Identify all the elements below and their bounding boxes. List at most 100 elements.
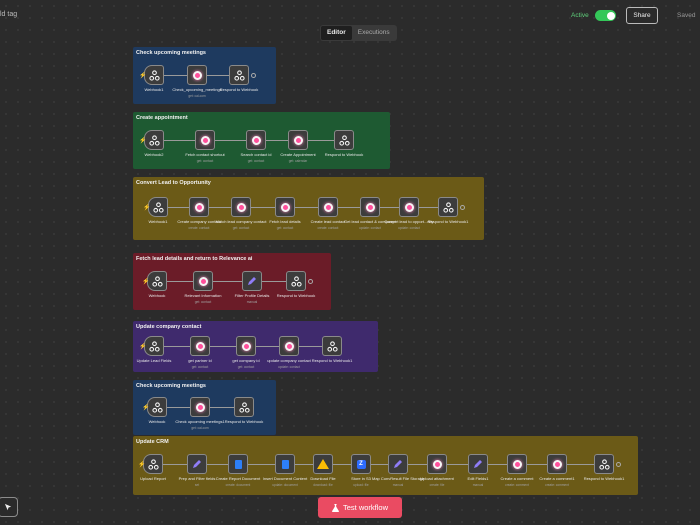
node-label: Map ConvResult File Storage [372,477,424,481]
workflow-node[interactable] [388,454,408,474]
workflow-node[interactable] [318,197,338,217]
tab-editor[interactable]: Editor [321,26,352,40]
webhook-icon [151,401,163,413]
webhook-icon [442,201,454,213]
integration-icon [195,341,205,351]
workflow-node[interactable] [242,271,262,291]
workflow-node[interactable]: ⚡ [143,197,168,217]
node-sublabel: set [194,483,200,487]
group-title: Update CRM [136,439,169,445]
node-label: Webhook1 [144,88,164,92]
workflow-node[interactable] [189,197,209,217]
workflow-node[interactable] [468,454,488,474]
workflow-node[interactable] [322,336,342,356]
workflow-node[interactable]: ⚡ [139,130,164,150]
workflow-node[interactable] [594,454,614,474]
workflow-node[interactable] [279,336,299,356]
node-label: Convert lead to opport...nity [384,220,434,224]
workflow-node[interactable] [228,454,248,474]
workflow-node[interactable] [360,197,380,217]
webhook-icon [148,69,160,81]
connection-line [157,281,296,282]
z-icon: Z [356,459,366,469]
integration-icon [241,341,251,351]
group-title: Update company contact [136,324,202,330]
workflow-node[interactable] [399,197,419,217]
node-label: Respond to Webhook1 [427,220,469,224]
webhook-icon [290,275,302,287]
workflow-node[interactable] [427,454,447,474]
workflow-node[interactable]: ⚡ [142,271,167,291]
workflow-node[interactable] [313,454,333,474]
connection-line [158,207,448,208]
workflow-node[interactable] [334,130,354,150]
workflow-node[interactable] [229,65,249,85]
workflow-node[interactable] [231,197,251,217]
webhook-icon [147,458,159,470]
workflow-node[interactable] [275,454,295,474]
node-label: Create company contact [177,220,221,224]
add-node-endpoint[interactable] [308,279,313,284]
workflow-node[interactable] [195,130,215,150]
workflow-group[interactable]: Fetch lead details and return to Relevan… [133,253,331,310]
workflow-node[interactable] [275,197,295,217]
workflow-node[interactable]: ⚡ [142,397,167,417]
workflow-node[interactable]: ⚡ [138,454,163,474]
active-toggle[interactable] [595,10,616,21]
integration-icon [194,202,204,212]
webhook-icon [338,134,350,146]
share-button[interactable]: Share [626,7,658,24]
node-sublabel: download: file [313,483,333,487]
workflow-node[interactable] [288,130,308,150]
connection-line [153,464,604,465]
test-workflow-button[interactable]: Test workflow [318,497,402,518]
workflow-node[interactable] [187,65,207,85]
node-label: Respond to Webhook [276,294,316,298]
workflow-node[interactable] [286,271,306,291]
node-sublabel: create: file [429,483,445,487]
node-sublabel: get: cal-com [191,426,209,430]
workflow-node[interactable] [190,336,210,356]
workflow-group[interactable]: Update company contact⚡Update Lead Field… [133,321,378,372]
node-label: update company contact [267,359,311,363]
workflow-node[interactable] [547,454,567,474]
integration-icon [404,202,414,212]
workflow-node[interactable] [507,454,527,474]
node-label: Store in S3 [351,477,371,481]
workflow-node[interactable]: ⚡ [139,65,164,85]
tab-executions[interactable]: Executions [357,29,390,36]
workflow-node[interactable] [190,397,210,417]
trigger-bolt-icon: ⚡ [143,205,151,211]
node-sublabel: update: contact [359,226,381,230]
workflow-node[interactable]: Z [351,454,371,474]
workflow-node[interactable] [246,130,266,150]
workflow-node[interactable] [236,336,256,356]
node-sublabel: get: contact [237,365,255,369]
add-node-endpoint[interactable] [460,205,465,210]
node-label: Insert Document Content [262,477,308,481]
workflow-node[interactable] [193,271,213,291]
add-node-endpoint[interactable] [251,73,256,78]
add-node-endpoint[interactable] [616,462,621,467]
node-label: Fetch lead details [269,220,301,224]
zoom-tool-button[interactable] [0,497,18,517]
group-title: Fetch lead details and return to Relevan… [136,256,253,262]
integration-icon [284,341,294,351]
pen-icon [394,460,402,468]
workflow-node[interactable] [438,197,458,217]
add-tag-link[interactable]: ld tag [0,11,18,18]
workflow-node[interactable]: ⚡ [139,336,164,356]
workflow-node[interactable] [187,454,207,474]
node-label: Respond to Webhook [224,420,264,424]
workflow-node[interactable] [234,397,254,417]
node-label: Respond to Webhook1 [311,359,353,363]
node-label: Respond to Webhook [324,153,364,157]
trigger-bolt-icon: ⚡ [138,462,146,468]
trigger-bolt-icon: ⚡ [142,279,150,285]
integration-icon [293,135,303,145]
